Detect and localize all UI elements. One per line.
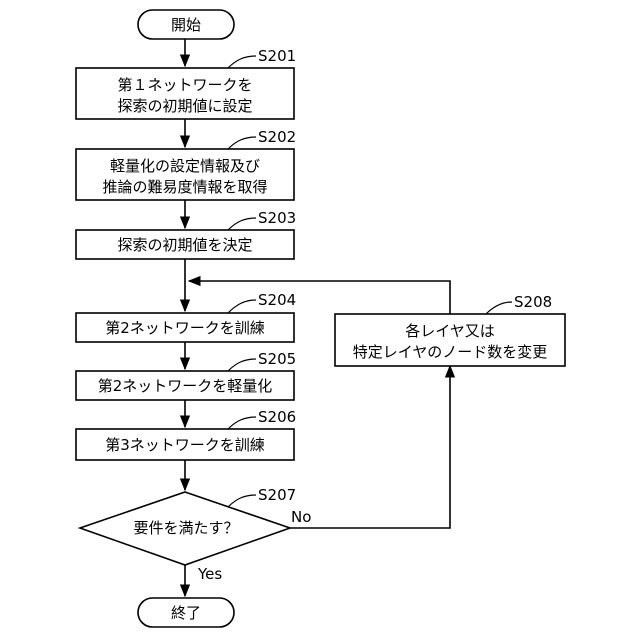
step-s202: 軽量化の設定情報及び 推論の難易度情報を取得 xyxy=(76,149,294,200)
label-s206: S206 xyxy=(258,408,296,426)
s208-line-2: 特定レイヤのノード数を変更 xyxy=(353,343,548,361)
step-s201: 第１ネットワークを 探索の初期値に設定 xyxy=(76,68,294,119)
leader-s205 xyxy=(228,359,256,371)
label-s201: S201 xyxy=(258,47,296,65)
leader-s202 xyxy=(228,137,256,149)
s205-line-1: 第2ネットワークを軽量化 xyxy=(98,377,273,395)
leader-s204 xyxy=(228,300,256,313)
s204-line-1: 第2ネットワークを訓練 xyxy=(105,319,265,337)
step-s204: 第2ネットワークを訓練 xyxy=(76,313,294,342)
s201-line-1: 第１ネットワークを xyxy=(117,76,252,94)
start-label: 開始 xyxy=(171,16,201,34)
leader-s206 xyxy=(228,417,256,429)
end-label: 終了 xyxy=(171,604,201,622)
leader-s208 xyxy=(486,302,512,314)
s201-line-2: 探索の初期値に設定 xyxy=(117,97,252,115)
label-s204: S204 xyxy=(258,291,296,309)
label-s205: S205 xyxy=(258,350,296,368)
s202-line-2: 推論の難易度情報を取得 xyxy=(102,178,267,196)
branch-label-no: No xyxy=(291,508,311,526)
s208-line-1: 各レイヤ又は xyxy=(405,322,495,340)
step-s203: 探索の初期値を決定 xyxy=(76,230,294,259)
s207-line-1: 要件を満たす？ xyxy=(133,519,238,537)
label-s202: S202 xyxy=(258,128,296,146)
branch-label-yes: Yes xyxy=(197,565,222,583)
s203-line-1: 探索の初期値を決定 xyxy=(117,236,252,254)
step-s208: 各レイヤ又は 特定レイヤのノード数を変更 xyxy=(335,314,565,366)
leader-s203 xyxy=(228,218,256,230)
step-s205: 第2ネットワークを軽量化 xyxy=(76,371,294,400)
start-node: 開始 xyxy=(138,10,234,39)
s206-line-1: 第3ネットワークを訓練 xyxy=(105,436,265,454)
step-s206: 第3ネットワークを訓練 xyxy=(76,429,294,460)
edge-s207-s208-no xyxy=(290,366,450,528)
label-s207: S207 xyxy=(258,486,296,504)
leader-s207 xyxy=(228,495,256,507)
s202-line-1: 軽量化の設定情報及び xyxy=(110,157,260,175)
end-node: 終了 xyxy=(138,598,234,627)
edge-s208-loop xyxy=(189,281,450,314)
leader-s201 xyxy=(228,56,256,68)
label-s203: S203 xyxy=(258,209,296,227)
label-s208: S208 xyxy=(514,293,552,311)
